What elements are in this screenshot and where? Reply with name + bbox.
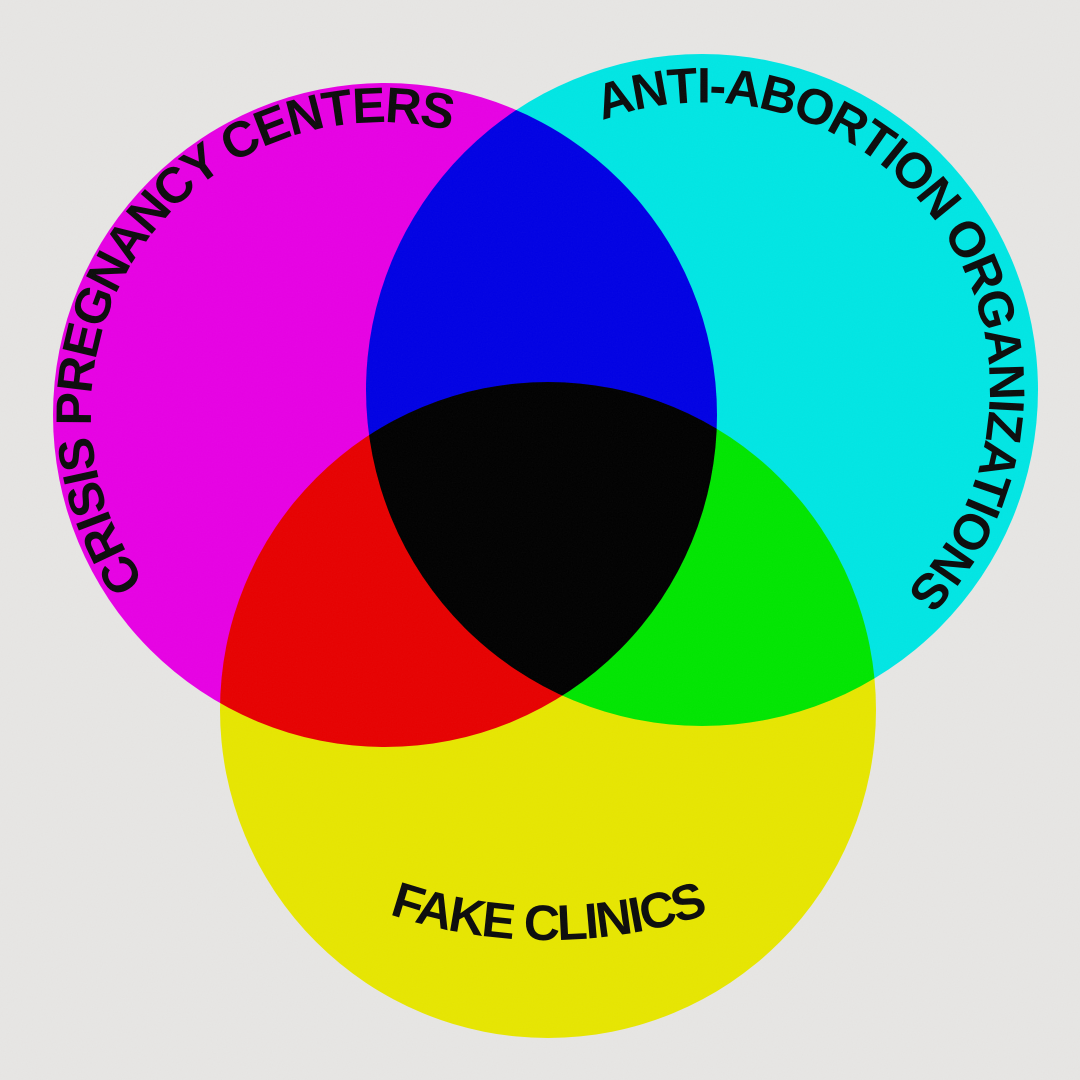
venn-svg: CRISIS PREGNANCY CENTERS ANTI-ABORTION O… xyxy=(0,0,1080,1080)
cmyk-venn-diagram: CRISIS PREGNANCY CENTERS ANTI-ABORTION O… xyxy=(0,0,1080,1080)
